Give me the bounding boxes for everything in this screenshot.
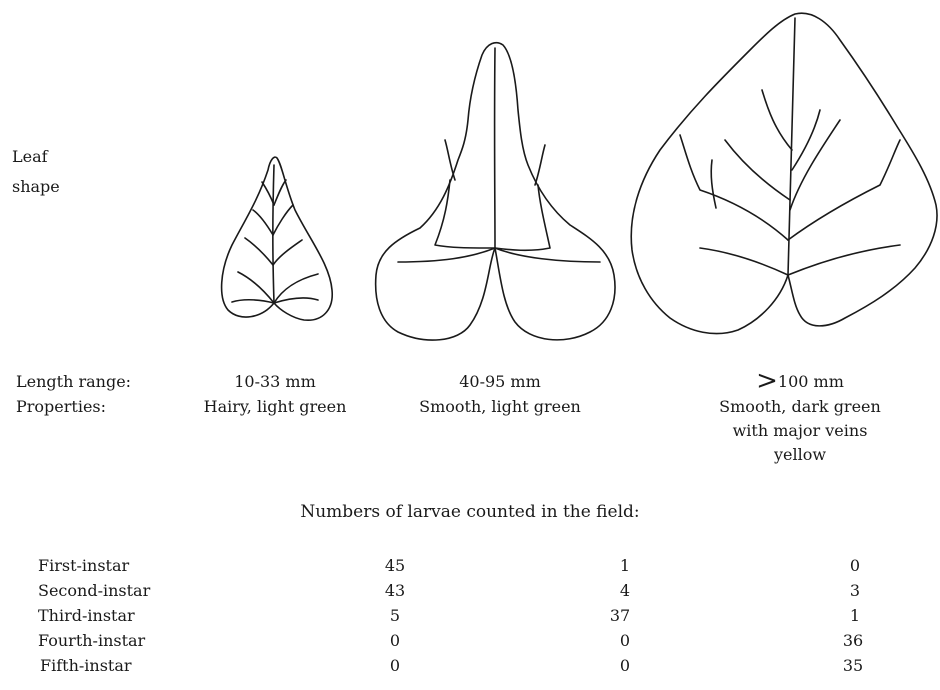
cell-large-leaf: 0 <box>835 555 875 577</box>
leaf-large-properties: Smooth, dark green with major veins yell… <box>680 396 920 466</box>
leaf-small-length: 10-33 mm <box>185 371 365 393</box>
leaf-medium-properties-line: Smooth, light green <box>390 396 610 418</box>
table-row: Fifth-instar 0 0 35 <box>0 655 940 681</box>
leaf-small-properties: Hairy, light green <box>170 396 380 418</box>
leaf-large-length-value: 100 mm <box>778 372 844 391</box>
greater-than-symbol: > <box>756 366 778 396</box>
properties-label: Properties: <box>16 396 106 418</box>
cell-medium-leaf: 0 <box>605 655 645 677</box>
cell-medium-leaf: 4 <box>605 580 645 602</box>
table-row: Third-instar 5 37 1 <box>0 605 940 631</box>
cell-large-leaf: 35 <box>833 655 873 677</box>
cell-small-leaf: 0 <box>375 655 415 677</box>
row-label: Second-instar <box>38 580 150 602</box>
cell-medium-leaf: 37 <box>600 605 640 627</box>
cell-large-leaf: 36 <box>833 630 873 652</box>
cell-small-leaf: 0 <box>375 630 415 652</box>
leaf-medium-properties: Smooth, light green <box>390 396 610 418</box>
cell-small-leaf: 43 <box>375 580 415 602</box>
table-row: Fourth-instar 0 0 36 <box>0 630 940 656</box>
leaf-medium-length: 40-95 mm <box>410 371 590 393</box>
cell-medium-leaf: 0 <box>605 630 645 652</box>
leaf-large-length: >100 mm <box>700 368 900 393</box>
row-label: Third-instar <box>38 605 135 627</box>
cell-small-leaf: 5 <box>375 605 415 627</box>
length-range-label: Length range: <box>16 371 131 393</box>
cell-large-leaf: 1 <box>835 605 875 627</box>
table-row: Second-instar 43 4 3 <box>0 580 940 606</box>
row-label: First-instar <box>38 555 129 577</box>
leaf-large-properties-line-3: yellow <box>680 444 920 466</box>
leaf-small-properties-line: Hairy, light green <box>170 396 380 418</box>
cell-small-leaf: 45 <box>375 555 415 577</box>
leaf-large-properties-line-2: with major veins <box>680 420 920 442</box>
table-row: First-instar 45 1 0 <box>0 555 940 581</box>
cell-medium-leaf: 1 <box>605 555 645 577</box>
leaf-large-properties-line-1: Smooth, dark green <box>680 396 920 418</box>
table-title: Numbers of larvae counted in the field: <box>200 501 740 523</box>
row-label: Fourth-instar <box>38 630 145 652</box>
row-label: Fifth-instar <box>40 655 132 677</box>
cell-large-leaf: 3 <box>835 580 875 602</box>
